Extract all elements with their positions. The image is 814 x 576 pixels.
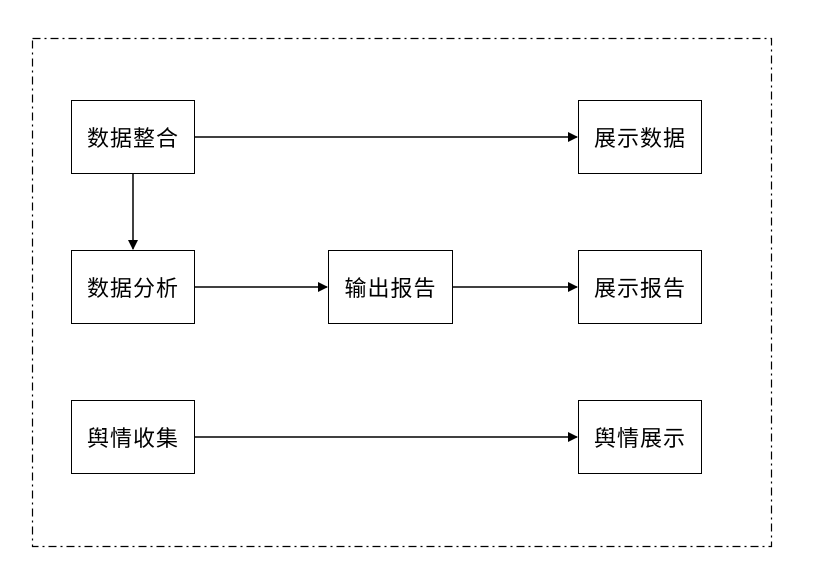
- node-output-report: 输出报告: [328, 250, 453, 324]
- outer-boundary: [31, 37, 773, 548]
- node-opinion-collection-label: 舆情收集: [86, 427, 179, 452]
- node-show-data-label: 展示数据: [593, 127, 686, 152]
- node-data-analysis-label: 数据分析: [86, 277, 179, 302]
- node-output-report-label: 输出报告: [344, 277, 437, 302]
- node-show-data: 展示数据: [578, 100, 702, 174]
- node-opinion-collection: 舆情收集: [71, 400, 195, 474]
- node-data-integration: 数据整合: [71, 100, 195, 174]
- node-data-integration-label: 数据整合: [86, 127, 179, 152]
- node-data-analysis: 数据分析: [71, 250, 195, 324]
- node-opinion-display-label: 舆情展示: [593, 427, 686, 452]
- node-opinion-display: 舆情展示: [578, 400, 702, 474]
- node-show-report: 展示报告: [578, 250, 702, 324]
- node-show-report-label: 展示报告: [593, 277, 686, 302]
